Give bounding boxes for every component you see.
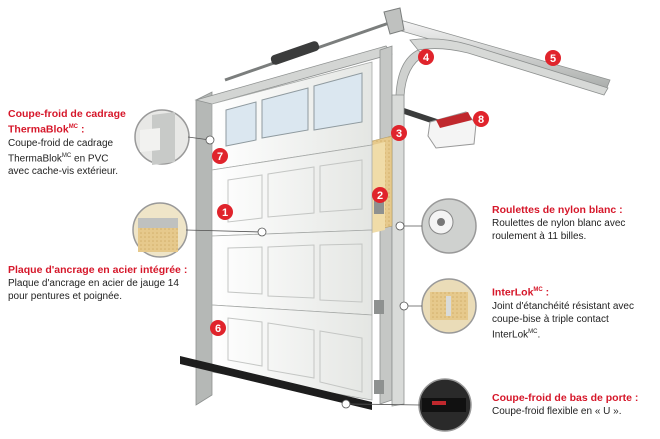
leader-dots <box>205 135 409 409</box>
hinge <box>374 300 384 314</box>
badge-8: 8 <box>473 111 489 127</box>
callout-bottom-seal: Coupe-froid de bas de porte : Coupe-froi… <box>492 392 652 418</box>
hinge <box>374 380 384 394</box>
badge-5: 5 <box>545 50 561 66</box>
svg-text:8: 8 <box>478 114 484 126</box>
opener-rail <box>395 105 440 126</box>
door-panels <box>211 61 373 401</box>
frame-left-jamb <box>195 91 213 406</box>
bottom-seal-body: Coupe-froid flexible en « U ». <box>492 406 622 417</box>
svg-text:3: 3 <box>396 128 402 140</box>
svg-text:1: 1 <box>222 207 228 219</box>
anchor-plate-title: Plaque d'ancrage en acier intégrée : <box>8 264 188 276</box>
callout-anchor-plate: Plaque d'ancrage en acier intégrée : Pla… <box>8 264 188 303</box>
horizontal-track-right <box>409 38 609 96</box>
svg-text:7: 7 <box>217 151 223 163</box>
badge-3: 3 <box>391 125 407 141</box>
frame-seal-title: Coupe-froid de cadrage <box>8 108 126 120</box>
callout-interlok: InterLokMC : Joint d'étanchéité résistan… <box>492 284 652 341</box>
svg-text:5: 5 <box>550 53 556 65</box>
badge-1: 1 <box>217 204 233 220</box>
rollers-title: Roulettes de nylon blanc : <box>492 204 623 216</box>
hinge <box>374 200 384 214</box>
vertical-track <box>391 94 405 407</box>
interlok-title: InterLok <box>492 286 534 299</box>
badge-4: 4 <box>418 49 434 65</box>
frame-seal-inset <box>134 109 190 165</box>
badge-7: 7 <box>212 148 228 164</box>
bottom-seal-title: Coupe-froid de bas de porte : <box>492 392 639 404</box>
svg-text:4: 4 <box>423 52 430 64</box>
roller-inset <box>421 198 477 254</box>
badge-6: 6 <box>210 320 226 336</box>
svg-text:6: 6 <box>215 323 221 335</box>
callout-rollers: Roulettes de nylon blanc : Roulettes de … <box>492 204 652 243</box>
bottom-seal <box>180 356 372 410</box>
top-bracket <box>383 7 405 35</box>
badge-2: 2 <box>372 187 388 203</box>
anchor-plate-inset <box>132 202 188 258</box>
svg-text:2: 2 <box>377 190 383 202</box>
spring <box>270 41 320 65</box>
bottom-seal-inset <box>418 378 472 432</box>
garage-door-opener <box>427 111 477 149</box>
interlok-inset <box>421 278 477 334</box>
